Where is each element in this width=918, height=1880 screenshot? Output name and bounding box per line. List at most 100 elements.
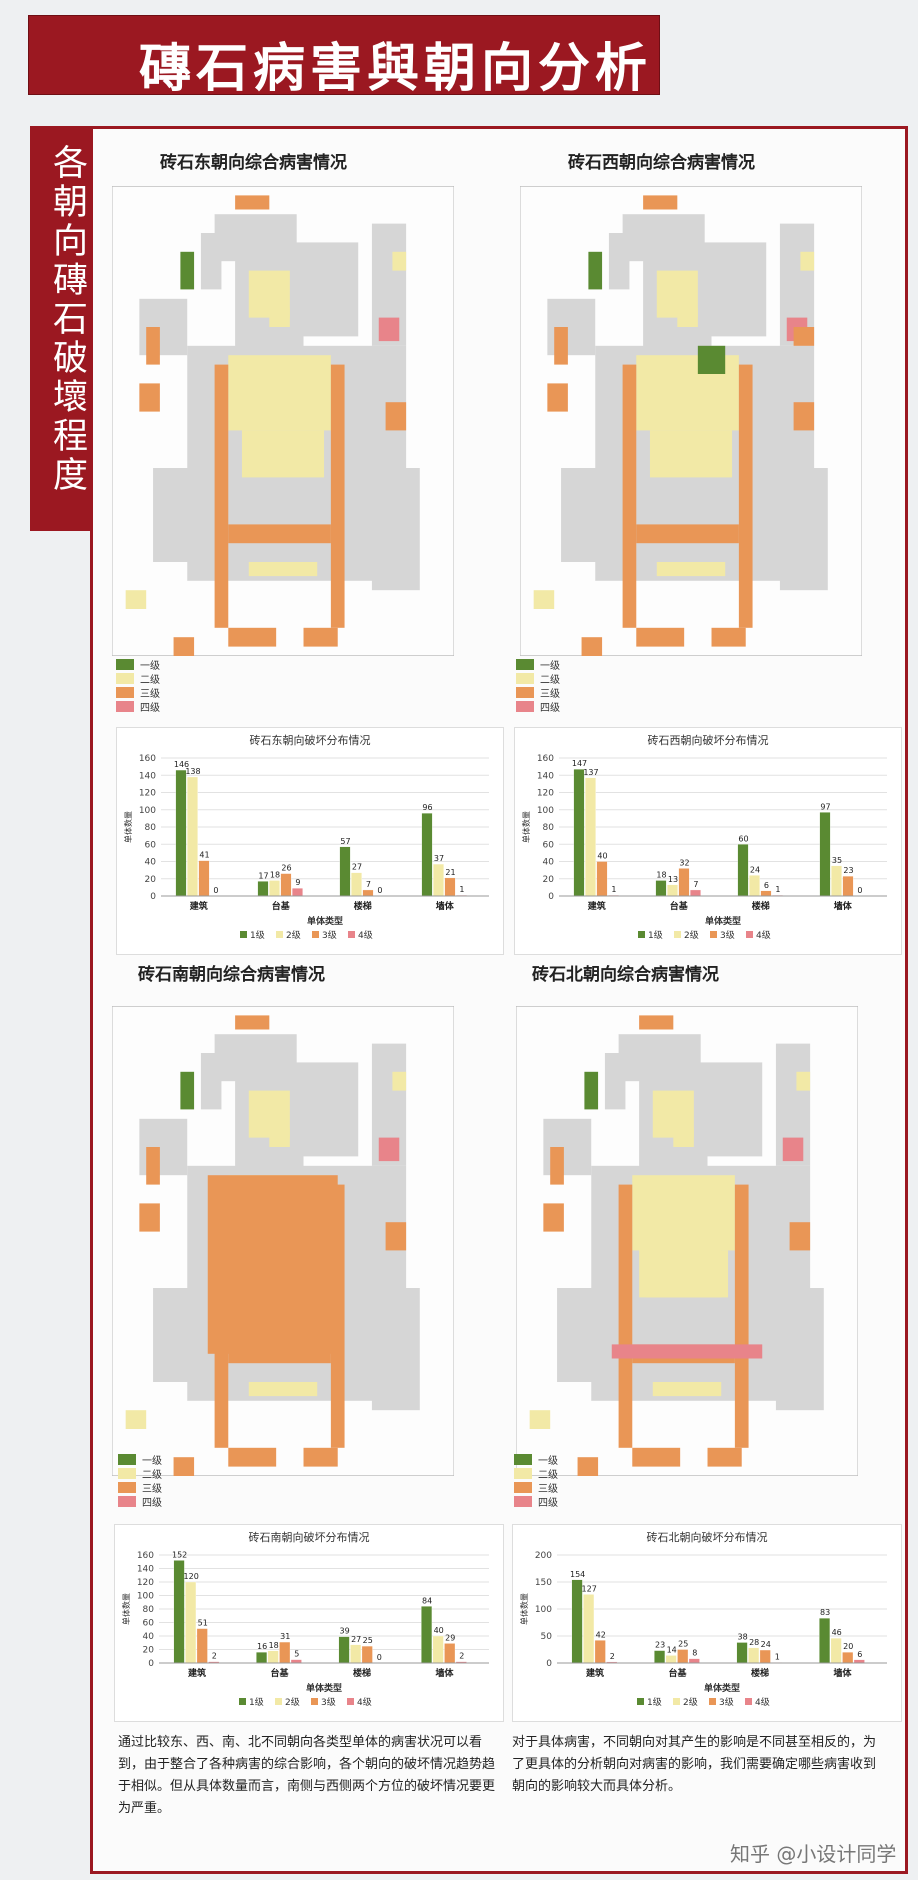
bar-value-label: 147 (572, 759, 587, 768)
side-title-bar: 各朝向磚石破壞程度 (30, 126, 90, 531)
bar (583, 1594, 595, 1664)
bar (198, 860, 210, 897)
plan-block (543, 1203, 564, 1232)
bar (257, 881, 269, 897)
plan-block (611, 1344, 763, 1359)
plan-block (550, 1147, 564, 1185)
plan-block (639, 1015, 674, 1030)
bar-value-label: 24 (761, 1640, 771, 1649)
bar-value-label: 23 (655, 1641, 665, 1650)
bar (655, 880, 667, 897)
chart-legend-label: 4级 (358, 929, 373, 941)
plan-block (632, 1447, 681, 1467)
plan-block (173, 1457, 195, 1476)
plan-block (656, 562, 726, 577)
bar (269, 880, 280, 897)
bar-value-label: 154 (570, 1570, 585, 1579)
legend-row: 二级 (116, 672, 160, 686)
bar-value-label: 97 (820, 802, 830, 811)
bar-chart-svg: 砖石北朝向破坏分布情况050100150200单体数量154127422建筑23… (519, 1530, 887, 1708)
bar (196, 1628, 208, 1664)
chart-legend-label: 3级 (720, 929, 735, 941)
chart-legend-label: 2级 (683, 1696, 698, 1708)
plan-block (800, 251, 815, 271)
bar (596, 861, 608, 897)
plan-block (180, 251, 195, 290)
bar (361, 1645, 373, 1664)
x-tick-label: 楼梯 (353, 1667, 371, 1679)
bar (667, 884, 678, 897)
plan-block (793, 327, 815, 346)
legend-label: 四级 (540, 703, 560, 714)
bar-value-label: 127 (582, 1584, 597, 1593)
bar-value-label: 83 (820, 1608, 830, 1617)
x-tick-label: 台基 (270, 1667, 289, 1679)
bar (748, 1647, 760, 1664)
plan-block (235, 195, 270, 210)
bar-value-label: 7 (693, 880, 698, 889)
bar (362, 889, 374, 897)
bar (654, 1650, 666, 1664)
plan-block (303, 1447, 338, 1467)
y-tick-label: 120 (137, 1578, 154, 1588)
plan-block (125, 590, 147, 609)
plan-block (604, 1053, 626, 1110)
legend-label: 四级 (140, 703, 160, 714)
plan-block (228, 627, 277, 647)
bar (279, 1641, 291, 1664)
y-tick-label: 80 (543, 823, 555, 833)
y-tick-label: 60 (143, 1619, 155, 1629)
bar-value-label: 26 (281, 864, 291, 873)
chart-legend-swatch (746, 931, 753, 938)
bar-value-label: 138 (185, 767, 200, 776)
bar-value-label: 0 (213, 886, 218, 895)
bar (292, 888, 303, 897)
plan-block (248, 562, 318, 577)
bar (338, 1636, 350, 1664)
bar-value-label: 60 (738, 834, 748, 843)
plan-block (241, 430, 325, 478)
y-tick-label: 20 (543, 875, 555, 885)
x-tick-label: 建筑 (190, 900, 208, 912)
site-plan-svg (111, 185, 455, 657)
legend-row: 三级 (116, 686, 160, 700)
plan-block (214, 364, 229, 628)
bar-value-label: 0 (857, 886, 862, 895)
bar-value-label: 40 (597, 852, 607, 861)
plan-block (707, 1447, 742, 1467)
bar-value-label: 40 (434, 1626, 444, 1635)
y-tick-label: 0 (546, 1659, 552, 1669)
plan-block (652, 1382, 722, 1397)
bar (351, 872, 362, 897)
bar-value-label: 21 (445, 868, 455, 877)
legend-row: 四级 (514, 1495, 558, 1509)
map-title: 砖石东朝向综合病害情况 (160, 153, 347, 173)
legend-row: 二级 (118, 1467, 162, 1481)
y-tick-label: 80 (145, 823, 157, 833)
plan-block (789, 1222, 811, 1251)
chart-legend-label: 3级 (322, 929, 337, 941)
y-tick-label: 0 (150, 892, 156, 902)
chart-legend-swatch (709, 1698, 716, 1705)
bar-value-label: 31 (280, 1632, 290, 1641)
chart-title: 砖石北朝向破坏分布情况 (647, 1530, 768, 1544)
x-tick-label: 楼梯 (751, 1667, 769, 1679)
x-tick-label: 建筑 (588, 900, 606, 912)
bar-value-label: 2 (610, 1652, 615, 1661)
bar-value-label: 37 (434, 854, 444, 863)
chart-legend-swatch (347, 1698, 354, 1705)
y-tick-label: 60 (145, 840, 157, 850)
bar (444, 1643, 456, 1664)
bar-value-label: 27 (352, 863, 362, 872)
legend-label: 四级 (538, 1498, 558, 1509)
bar-value-label: 120 (184, 1572, 199, 1581)
legend-row: 三级 (118, 1481, 162, 1495)
plan-block (330, 364, 345, 628)
bar-chart-svg: 砖石西朝向破坏分布情况020406080100120140160单体数量1471… (521, 733, 887, 941)
plan-block (371, 1288, 420, 1411)
chart-legend-swatch (745, 1698, 752, 1705)
legend-row: 一级 (118, 1453, 162, 1467)
bar-chart-svg: 砖石东朝向破坏分布情况020406080100120140160单体数量1461… (123, 733, 489, 941)
